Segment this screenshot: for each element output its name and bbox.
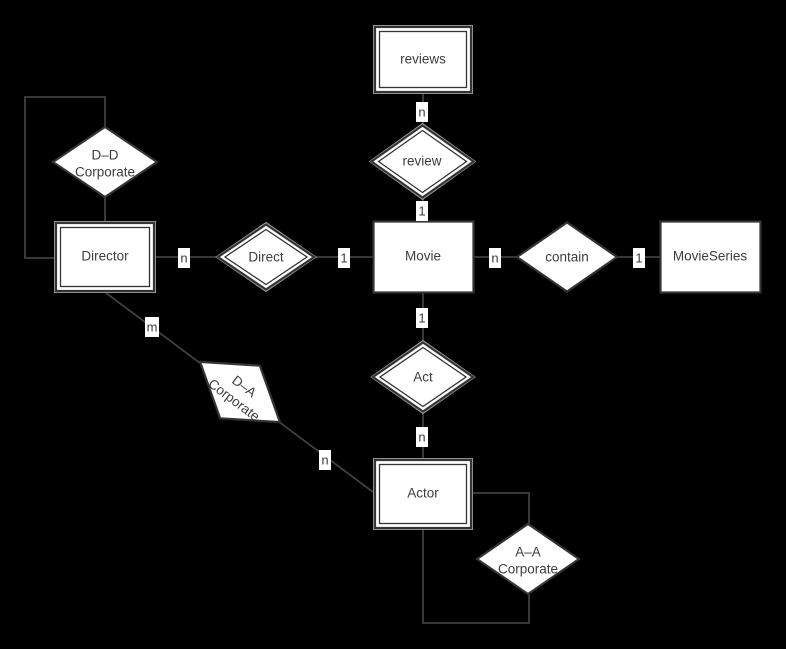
diamond xyxy=(371,341,475,413)
cardinality-reviews-review: n xyxy=(416,102,428,122)
entity-box xyxy=(54,221,156,293)
cardinality-movie-contain: n xyxy=(489,248,501,268)
cardinality-chip xyxy=(416,308,428,328)
cardinality-da-actor: n xyxy=(319,450,331,470)
diamond xyxy=(369,124,476,199)
cardinality-text: m xyxy=(147,319,158,334)
cardinality-text: n xyxy=(491,250,498,265)
entity-inner-box xyxy=(378,30,468,89)
entity-box xyxy=(372,220,475,294)
entity-actor-label: Actor xyxy=(407,486,439,501)
relationship-dd-corporate[interactable]: D–D Corporate xyxy=(51,125,159,199)
cardinality-text: 1 xyxy=(635,250,642,265)
relationship-dd-corporate-label-line2: Corporate xyxy=(75,165,135,180)
diamond xyxy=(216,223,316,291)
entity-movieseries-label: MovieSeries xyxy=(673,249,748,264)
entity-movieseries[interactable]: MovieSeries xyxy=(659,220,762,294)
cardinality-act-actor: n xyxy=(416,427,428,447)
entity-movie-label: Movie xyxy=(405,249,441,264)
relationship-review[interactable]: review xyxy=(368,122,477,201)
cardinality-text: 1 xyxy=(418,203,425,218)
cardinality-text: n xyxy=(180,250,187,265)
cardinality-chip xyxy=(145,317,159,337)
relationship-review-label: review xyxy=(402,154,441,169)
entity-box xyxy=(373,25,473,94)
entity-reviews[interactable]: reviews xyxy=(373,25,473,94)
entity-box xyxy=(659,220,762,294)
edge-ddcorporate-director-loop xyxy=(24,96,106,259)
cardinality-director-direct: n xyxy=(178,248,190,268)
cardinality-text: n xyxy=(321,452,328,467)
cardinality-labels: n 1 n 1 n 1 1 n xyxy=(145,102,645,470)
cardinality-text: 1 xyxy=(418,310,425,325)
relationship-aa-corporate-label-line1: A–A xyxy=(515,545,541,560)
relationship-aa-corporate[interactable]: A–A Corporate xyxy=(475,522,581,596)
relationship-dd-corporate-label-line1: D–D xyxy=(91,148,118,163)
cardinality-review-movie: 1 xyxy=(416,201,428,221)
cardinality-text: 1 xyxy=(340,250,347,265)
cardinality-movie-act: 1 xyxy=(416,308,428,328)
diamond-inner xyxy=(377,129,468,194)
entity-director[interactable]: Director xyxy=(54,221,156,293)
cardinality-director-da: m xyxy=(145,317,159,337)
relationship-contain-label: contain xyxy=(545,250,589,265)
relationship-aa-corporate-label-line2: Corporate xyxy=(498,562,558,577)
diamond-inner xyxy=(223,228,309,286)
cardinality-chip xyxy=(178,248,190,268)
cardinality-direct-movie: 1 xyxy=(338,248,350,268)
cardinality-chip xyxy=(416,102,428,122)
edge-actor-aacorporate xyxy=(473,492,530,524)
cardinality-chip xyxy=(319,450,331,470)
relationship-act[interactable]: Act xyxy=(370,339,476,415)
relationship-da-corporate[interactable]: D–A Corporate xyxy=(180,336,300,449)
entity-movie[interactable]: Movie xyxy=(372,220,475,294)
relationship-direct-label: Direct xyxy=(248,250,284,265)
cardinality-chip xyxy=(416,427,428,447)
diamond xyxy=(51,125,159,199)
cardinality-chip xyxy=(489,248,501,268)
cardinality-text: n xyxy=(418,429,425,444)
cardinality-text: n xyxy=(418,104,425,119)
edge-aacorporate-actor-loop xyxy=(422,530,530,624)
cardinality-chip xyxy=(338,248,350,268)
diamond xyxy=(198,360,282,424)
diamond xyxy=(515,221,619,293)
entity-director-label: Director xyxy=(81,249,129,264)
relationship-contain[interactable]: contain xyxy=(515,221,619,293)
diamond-inner xyxy=(378,346,468,408)
cardinality-chip xyxy=(633,248,645,268)
diamond xyxy=(475,522,581,596)
entity-inner-box xyxy=(59,226,151,288)
entity-actor[interactable]: Actor xyxy=(373,458,473,530)
entity-box xyxy=(373,458,473,530)
entity-inner-box xyxy=(378,463,468,525)
cardinality-chip xyxy=(416,201,428,221)
relationship-act-label: Act xyxy=(413,370,433,385)
entity-reviews-label: reviews xyxy=(400,52,446,67)
cardinality-contain-movieseries: 1 xyxy=(633,248,645,268)
relationship-direct[interactable]: Direct xyxy=(215,221,317,293)
